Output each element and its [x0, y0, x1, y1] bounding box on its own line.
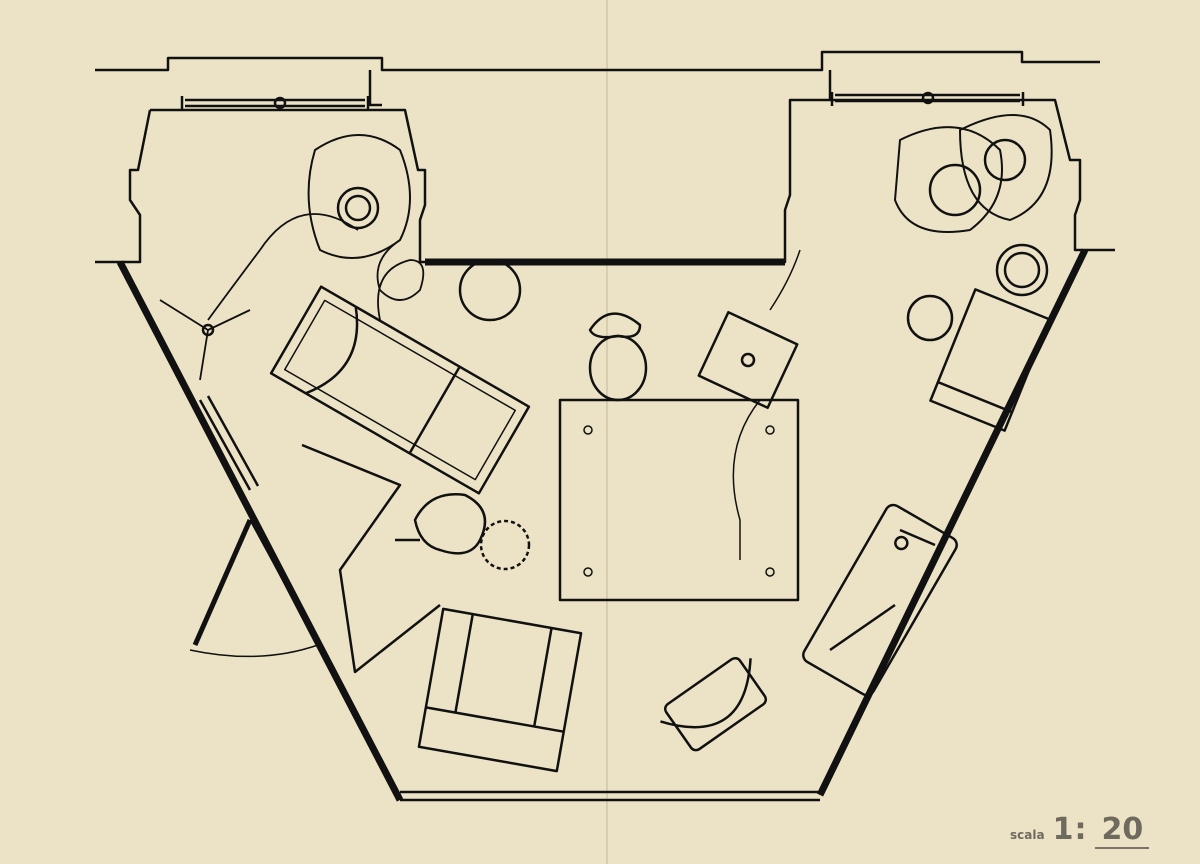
- recess-back-wall: [368, 70, 832, 107]
- left-diagonal-wall: [116, 260, 404, 802]
- paper-fold: [606, 0, 608, 864]
- door-swing: [189, 519, 319, 658]
- right-armchair: [929, 288, 1051, 432]
- plate: [995, 243, 1049, 297]
- armchair: [417, 607, 583, 773]
- scale-word: scala: [1010, 828, 1045, 842]
- folding-screen: [301, 443, 441, 674]
- round-stool: [906, 294, 954, 342]
- coat-stand-center: [201, 323, 215, 337]
- desk-lamp-box: [697, 310, 799, 410]
- scale-label: scala 1: 20: [1010, 812, 1150, 849]
- left-bay-outline: [95, 109, 152, 264]
- chair-back: [588, 312, 642, 339]
- right-desk: [802, 503, 958, 697]
- door: [192, 518, 253, 647]
- lamp-inner: [344, 194, 372, 222]
- right-lamp-shade-outline: [894, 114, 1053, 233]
- lamp: [336, 186, 380, 230]
- chaise-longue: [269, 285, 531, 495]
- scale-ratio-prefix: 1:: [1052, 812, 1088, 847]
- small-table: [479, 519, 531, 571]
- right-lamp-2: [983, 138, 1027, 182]
- lamp-cable: [207, 213, 425, 321]
- window-hinge: [273, 96, 287, 110]
- central-table: [558, 398, 800, 602]
- coat-stand: [159, 299, 251, 381]
- side-table: [458, 258, 522, 322]
- stool: [395, 493, 487, 555]
- window-hinge: [921, 91, 935, 105]
- chair: [588, 334, 648, 402]
- plate-inner: [1003, 251, 1041, 289]
- scale-ratio-value: 20: [1095, 812, 1150, 849]
- rocking-chair: [660, 656, 768, 752]
- top-wall: [95, 50, 1100, 72]
- wall-radiator: [198, 395, 260, 491]
- right-desk-chair-legs: [829, 528, 936, 652]
- desk-lamp-cable: [732, 249, 801, 560]
- table-legs: [583, 425, 775, 577]
- left-bay-wall: [150, 98, 1115, 264]
- bottom-wall: [400, 790, 820, 802]
- right-lamp: [928, 163, 982, 217]
